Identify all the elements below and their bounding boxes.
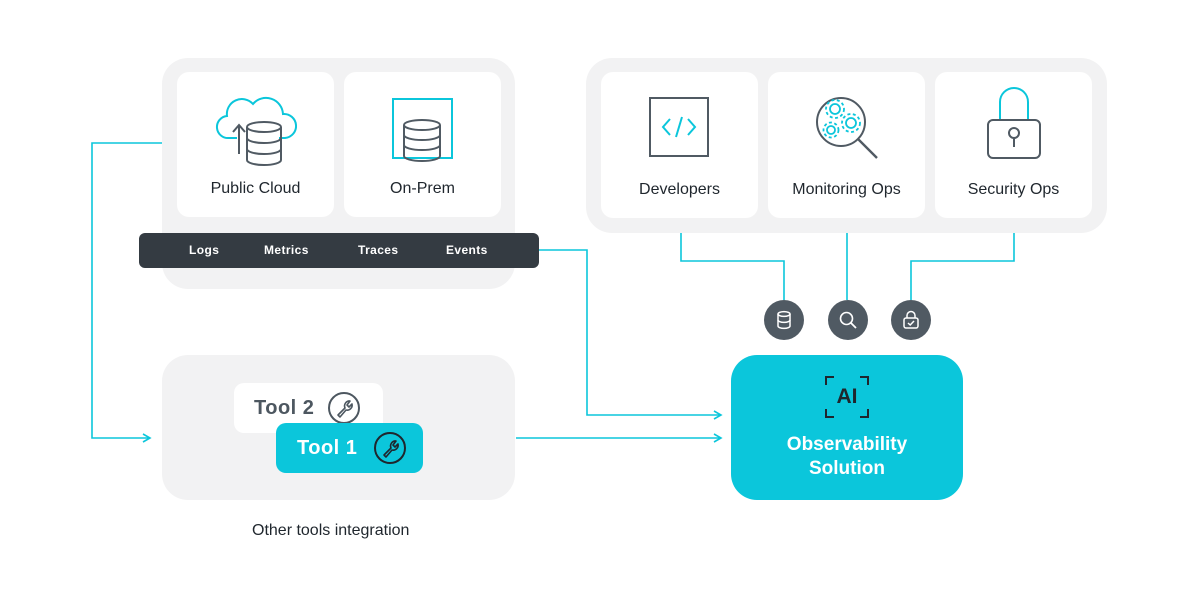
cloud-database-icon xyxy=(215,96,297,166)
consumer-label-developers: Developers xyxy=(639,181,720,198)
solution-title: Observability Solution xyxy=(731,433,963,481)
database-icon xyxy=(777,310,791,330)
signals-bar: Logs Metrics Traces Events xyxy=(139,233,539,268)
lock-icon xyxy=(903,310,919,329)
signal-metrics: Metrics xyxy=(264,243,309,257)
tool-1-card: Tool 1 xyxy=(276,423,423,473)
tool-1-label: Tool 1 xyxy=(297,436,358,459)
wrench-icon xyxy=(374,432,407,464)
source-card-on-prem: On-Prem xyxy=(344,72,501,217)
lock-to-security-line xyxy=(910,219,1019,300)
signals-to-solution-line xyxy=(539,249,723,420)
source-card-public-cloud: Public Cloud xyxy=(177,72,334,217)
source-label-on-prem: On-Prem xyxy=(390,180,455,197)
signal-logs: Logs xyxy=(189,243,220,257)
source-label-public-cloud: Public Cloud xyxy=(210,180,301,197)
consumer-label-monitoring-ops: Monitoring Ops xyxy=(792,181,901,198)
db-to-developers-line xyxy=(676,219,785,300)
source-to-tools-line xyxy=(91,142,163,443)
wrench-icon xyxy=(328,392,361,424)
consumer-card-developers: Developers xyxy=(601,72,758,218)
database-connector xyxy=(764,300,804,340)
observability-solution: AI Observability Solution xyxy=(731,355,963,500)
gears-magnifier-icon xyxy=(815,97,878,159)
tools-caption: Other tools integration xyxy=(252,522,410,539)
signal-events: Events xyxy=(446,243,488,257)
padlock-icon xyxy=(986,87,1041,159)
tool-2-label: Tool 2 xyxy=(254,396,315,419)
server-database-icon xyxy=(391,98,453,162)
consumer-card-security-ops: Security Ops xyxy=(935,72,1092,218)
ai-badge: AI xyxy=(836,385,858,408)
signal-traces: Traces xyxy=(358,243,399,257)
consumer-label-security-ops: Security Ops xyxy=(967,181,1060,198)
search-connector xyxy=(828,300,868,340)
code-icon xyxy=(648,97,709,157)
lock-connector xyxy=(891,300,931,340)
consumer-card-monitoring-ops: Monitoring Ops xyxy=(768,72,925,218)
solution-title-text: Observability Solution xyxy=(786,434,908,479)
search-icon xyxy=(839,311,857,329)
ai-badge-frame xyxy=(825,376,869,418)
